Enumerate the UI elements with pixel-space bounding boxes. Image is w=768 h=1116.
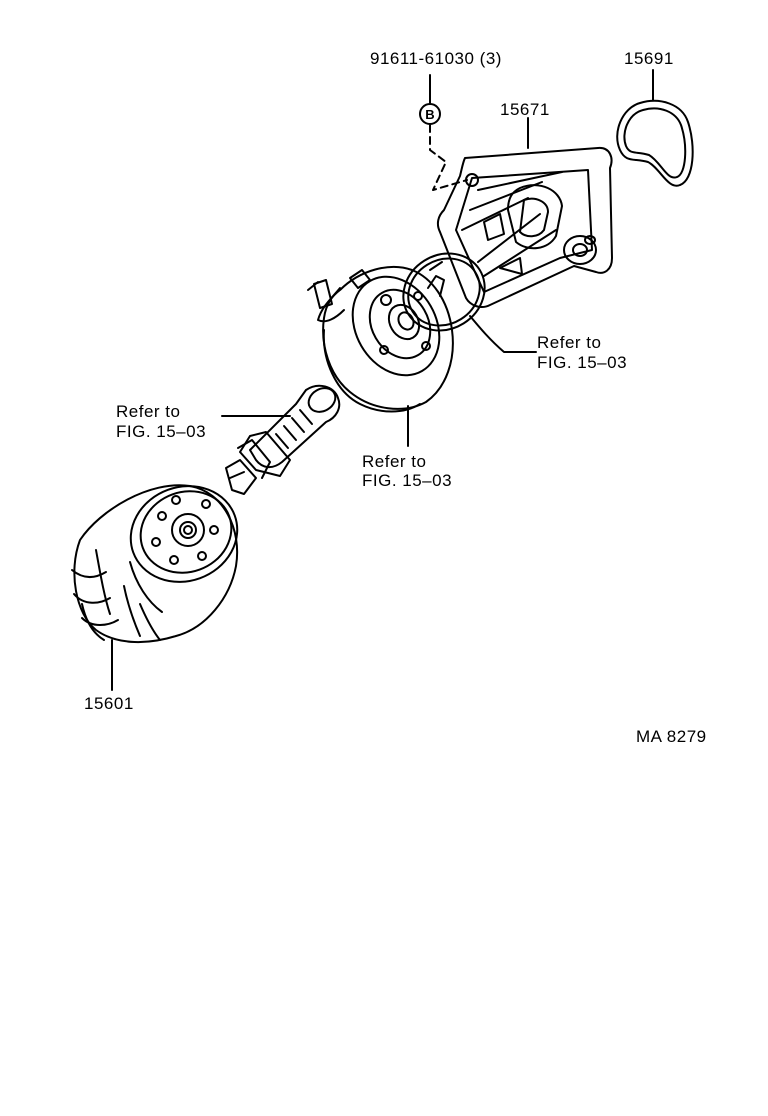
figure-code: MA 8279 <box>636 727 707 746</box>
union-bolt <box>221 384 341 495</box>
bracket-15671 <box>436 117 613 308</box>
filter-part-number: 15601 <box>84 694 134 713</box>
gasket-15691 <box>616 69 694 187</box>
oil-filter-15601 <box>71 484 239 691</box>
gasket-part-number: 15691 <box>624 49 674 68</box>
bolt-part-number: 91611-61030 (3) <box>370 49 502 68</box>
refer-left-line2: FIG. 15–03 <box>116 422 207 441</box>
bracket-part-number: 15671 <box>500 100 550 119</box>
refer-left-line1: Refer to <box>116 402 181 421</box>
bolt-marker-letter: B <box>425 107 434 122</box>
refer-right-line1: Refer to <box>537 333 602 352</box>
refer-mid-line2: FIG. 15–03 <box>362 471 453 490</box>
oil-cooler <box>307 261 454 447</box>
bolt-marker: B <box>419 74 468 191</box>
refer-mid-line1: Refer to <box>362 452 427 471</box>
refer-right-line2: FIG. 15–03 <box>537 353 628 372</box>
